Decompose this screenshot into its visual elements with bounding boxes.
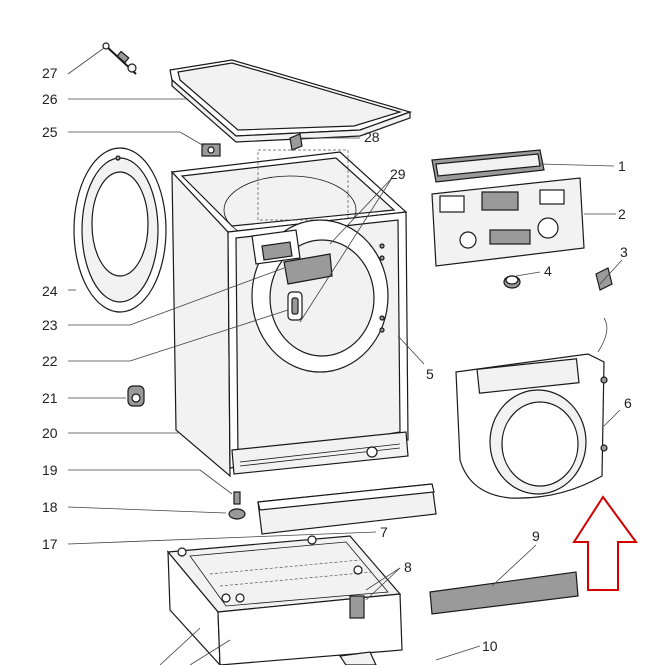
label-3: 3 bbox=[620, 244, 628, 260]
label-21: 21 bbox=[42, 390, 58, 406]
part-27-fastener[interactable] bbox=[102, 42, 137, 75]
part-9-strip[interactable] bbox=[429, 571, 579, 615]
label-4: 4 bbox=[544, 263, 552, 279]
label-18: 18 bbox=[42, 499, 58, 515]
label-24: 24 bbox=[42, 283, 58, 299]
part-24-door-window[interactable] bbox=[73, 147, 167, 313]
label-28: 28 bbox=[364, 129, 380, 145]
label-26: 26 bbox=[42, 91, 58, 107]
label-5: 5 bbox=[426, 366, 434, 382]
part-number-labels: 27 26 25 28 1 29 2 3 4 24 23 22 5 21 6 2… bbox=[42, 65, 632, 654]
label-7: 7 bbox=[380, 524, 388, 540]
label-25: 25 bbox=[42, 124, 58, 140]
part-3-switch[interactable] bbox=[595, 267, 613, 291]
part-17-kickplate[interactable] bbox=[257, 483, 437, 535]
direction-arrow bbox=[572, 495, 638, 591]
label-20: 20 bbox=[42, 425, 58, 441]
part-1-trim[interactable] bbox=[431, 149, 545, 183]
part-2-control-board[interactable] bbox=[431, 177, 585, 267]
label-27: 27 bbox=[42, 65, 58, 81]
part-19-18-foot[interactable] bbox=[228, 491, 246, 520]
cabinet bbox=[170, 149, 409, 478]
label-9: 9 bbox=[532, 528, 540, 544]
part-21-grommet[interactable] bbox=[127, 385, 145, 407]
label-6: 6 bbox=[624, 395, 632, 411]
label-8: 8 bbox=[404, 559, 412, 575]
label-19: 19 bbox=[42, 462, 58, 478]
label-29: 29 bbox=[390, 166, 406, 182]
label-10: 10 bbox=[482, 638, 498, 654]
part-7-8-10-base-frame[interactable] bbox=[166, 535, 403, 665]
part-26-top-cover[interactable] bbox=[169, 59, 412, 143]
part-28-clip[interactable] bbox=[289, 133, 303, 151]
label-2: 2 bbox=[618, 206, 626, 222]
leader-lines bbox=[67, 47, 623, 665]
label-23: 23 bbox=[42, 317, 58, 333]
label-17: 17 bbox=[42, 536, 58, 552]
part-25-bracket[interactable] bbox=[201, 143, 221, 157]
label-22: 22 bbox=[42, 353, 58, 369]
label-1: 1 bbox=[618, 158, 626, 174]
part-6-front-panel[interactable] bbox=[455, 317, 608, 499]
part-4-knob[interactable] bbox=[503, 275, 521, 289]
